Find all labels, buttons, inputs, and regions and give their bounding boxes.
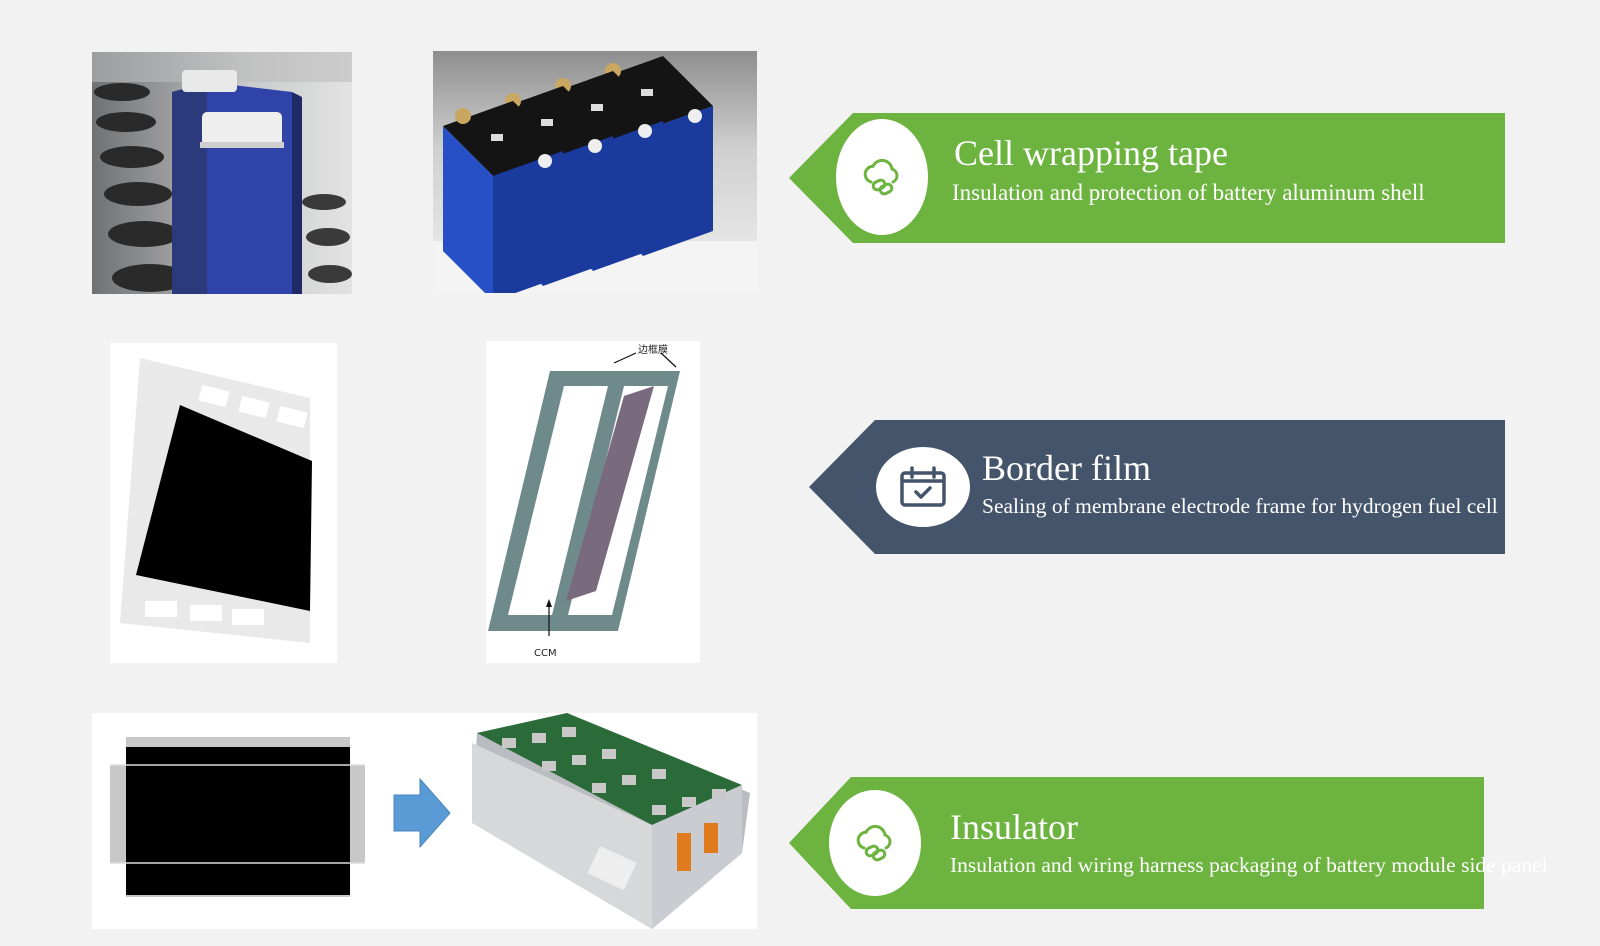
border-film-sample-photo: [110, 343, 337, 663]
banner-shape: [809, 420, 1505, 554]
cell-closeup-photo: [92, 52, 352, 294]
banner-insulator: Insulator Insulation and wiring harness …: [789, 777, 1548, 909]
banner-background: [789, 777, 1484, 909]
banner-shape: [789, 113, 1505, 243]
banner-title: Cell wrapping tape: [954, 133, 1228, 173]
battery-cells-photo: [433, 51, 757, 293]
banner-border-film: Border film Sealing of membrane electrod…: [809, 420, 1505, 554]
border-film-label: 边框膜: [638, 345, 668, 356]
banner-title: Border film: [982, 448, 1151, 488]
banner-subtitle: Insulation and wiring harness packaging …: [950, 853, 1548, 877]
cloud-link-icon: [829, 790, 921, 896]
banner-subtitle: Insulation and protection of battery alu…: [952, 180, 1425, 205]
banner-background: [789, 113, 1505, 243]
banner-shape: [789, 777, 1484, 909]
banner-background: [809, 420, 1505, 554]
banner-subtitle: Sealing of membrane electrode frame for …: [982, 494, 1498, 518]
calendar-check-icon: [876, 447, 970, 527]
cloud-link-icon: [836, 119, 928, 235]
banner-title: Insulator: [950, 807, 1078, 847]
insulator-process-panel: [92, 713, 757, 929]
banner-cell-wrapping-tape: Cell wrapping tape Insulation and protec…: [789, 113, 1505, 243]
frame-assembly-diagram: 边框膜 CCM: [486, 341, 700, 663]
ccm-label: CCM: [534, 648, 557, 659]
